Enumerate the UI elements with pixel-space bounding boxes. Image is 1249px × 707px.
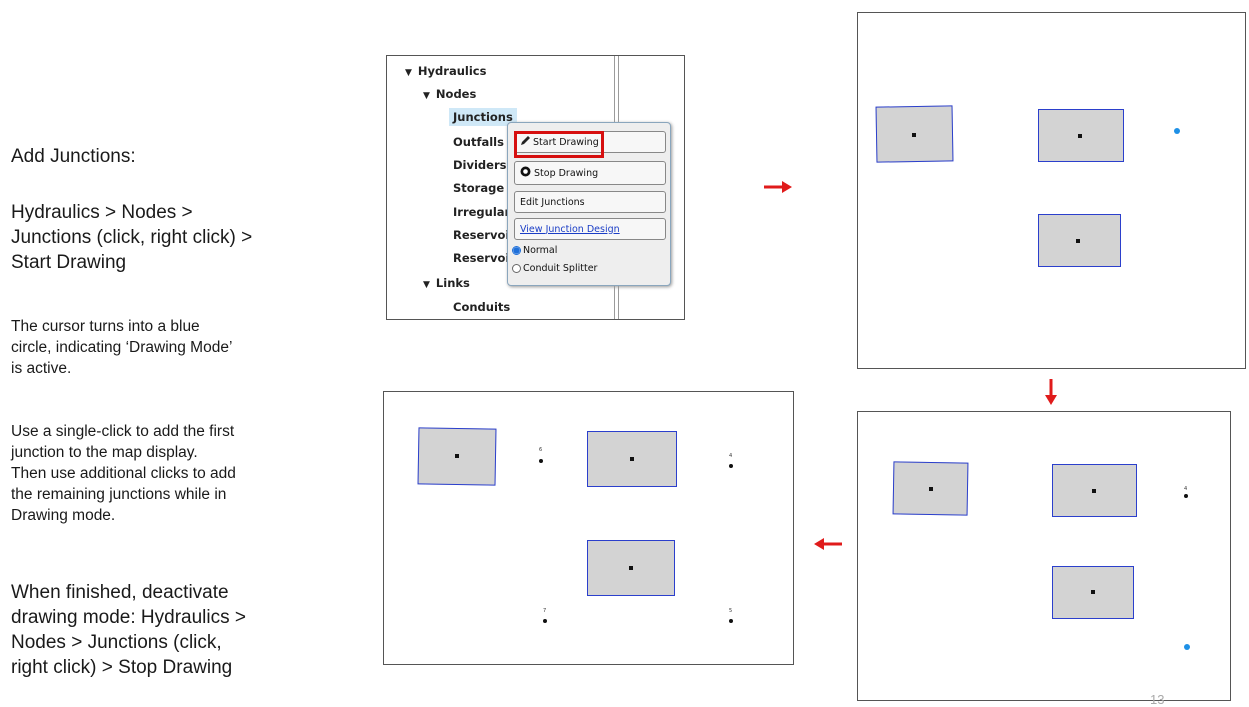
junction-node[interactable] [543,619,547,623]
junction-node[interactable] [1184,494,1188,498]
junction-label: 5 [729,608,733,614]
junction-node[interactable] [729,464,733,468]
junction-label: 4 [729,453,733,459]
instructions-final-line2: drawing mode: Hydraulics > [11,607,246,628]
expand-arrow-icon: ▼ [405,68,412,78]
junction-label: 7 [543,608,547,614]
tree-item-nodes[interactable]: ▼Nodes [423,87,477,101]
drawing-cursor-icon [1174,128,1180,134]
junction-node[interactable] [539,459,543,463]
instructions-final-line1: When finished, deactivate [11,582,229,603]
tree-item-irregular[interactable]: Irregular S [453,205,523,219]
junction-label: 4 [1184,486,1188,492]
subcatchment-centroid [455,454,459,458]
radio-normal-dot[interactable] [512,246,521,255]
junction-node[interactable] [729,619,733,623]
expand-arrow-icon: ▼ [423,91,430,101]
instructions-final-line4: right click) > Stop Drawing [11,657,233,678]
instructions-note1-line2: circle, indicating ‘Drawing Mode’ [11,339,233,356]
instructions-step1-line1: Hydraulics > Nodes > [11,202,193,223]
expand-arrow-icon: ▼ [423,280,430,290]
instructions-note1-line3: is active. [11,360,72,377]
subcatchment-centroid [1076,239,1080,243]
tree-item-conduits[interactable]: Conduits [453,300,511,314]
pencil-icon [520,135,531,149]
radio-normal[interactable]: Normal [512,245,557,256]
subcatchment-centroid [912,133,916,137]
subcatchment-centroid [629,566,633,570]
instructions-note2-line2: junction to the map display. [11,444,198,461]
map-panel-all-junctions: 6 4 7 5 [383,391,794,665]
tree-item-reservoir-1[interactable]: Reservoir [453,228,515,242]
tree-item-dividers[interactable]: Dividers [453,158,507,172]
instructions-step1-line3: Start Drawing [11,252,127,273]
map-panel-first-junction: 4 [857,411,1231,701]
junction-label: 6 [539,447,543,453]
instructions-note2-line3: Then use additional clicks to add [11,465,236,482]
subcatchment-centroid [1092,489,1096,493]
instructions-final-line3: Nodes > Junctions (click, [11,632,222,653]
stop-drawing-button[interactable]: Stop Drawing [514,161,666,185]
arrow-right-icon [764,181,792,193]
instructions-note1-line1: The cursor turns into a blue [11,318,200,335]
tree-item-links[interactable]: ▼Links [423,276,470,290]
subcatchment[interactable] [587,540,675,596]
tree-item-reservoir-2[interactable]: Reservoir [453,251,515,265]
map-panel-before [857,12,1246,369]
arrow-left-icon [814,538,842,550]
tree-panel: ▼Hydraulics ▼Nodes Junctions Outfalls Di… [386,55,685,320]
subcatchment-centroid [1078,134,1082,138]
tree-item-hydraulics[interactable]: ▼Hydraulics [405,64,487,78]
instructions-title: Add Junctions: [11,146,136,167]
instructions-step1-line2: Junctions (click, right click) > [11,227,253,248]
instructions-note2-line5: Drawing mode. [11,507,116,524]
page-number: 13 [1150,692,1165,707]
tree-item-storage-units[interactable]: Storage Ur [453,181,524,195]
edit-junctions-button[interactable]: Edit Junctions [514,191,666,213]
instructions-note2-line4: the remaining junctions while in [11,486,227,503]
arrow-down-icon [1045,379,1057,405]
view-junction-design-link[interactable]: View Junction Design [520,223,620,235]
junctions-context-menu: Start Drawing Stop Drawing Edit Junction… [507,122,671,286]
subcatchment-centroid [630,457,634,461]
view-junction-design-button[interactable]: View Junction Design [514,218,666,240]
stop-circle-icon [520,166,531,180]
subcatchment-centroid [1091,590,1095,594]
radio-conduit-splitter-dot[interactable] [512,264,521,273]
tree-item-junctions[interactable]: Junctions [449,108,517,126]
instructions-note2-line1: Use a single-click to add the first [11,423,235,440]
tree-item-outfalls[interactable]: Outfalls [453,135,504,149]
radio-conduit-splitter[interactable]: Conduit Splitter [512,263,597,274]
subcatchment-centroid [929,487,933,491]
drawing-cursor-icon [1184,644,1190,650]
start-drawing-highlight [514,131,604,158]
